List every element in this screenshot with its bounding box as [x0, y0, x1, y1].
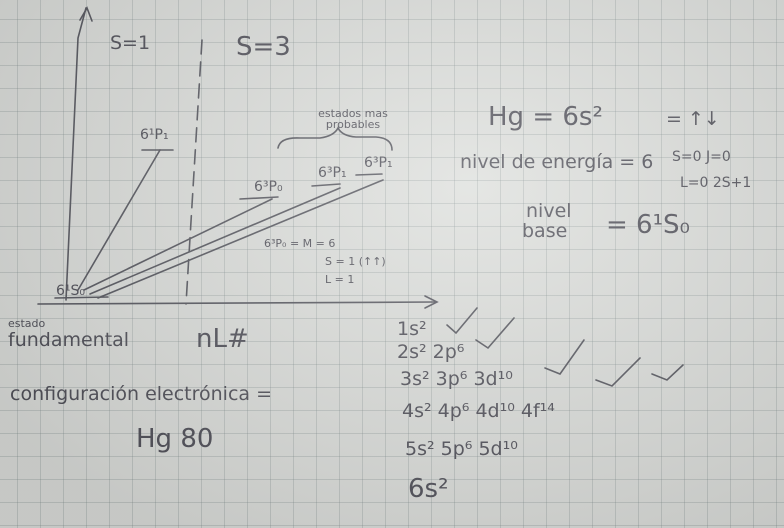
- spin-triplet-label: S=3: [236, 32, 291, 62]
- check-mark-5: [651, 364, 684, 381]
- nivel-base-value: = 6¹S₀: [606, 210, 690, 240]
- config-row-6: 6s²: [408, 474, 449, 504]
- x-axis-line: [37, 301, 436, 305]
- level-3p1: [311, 183, 341, 187]
- p0-note-line2: S = 1 (↑↑): [325, 255, 386, 268]
- axis-label-line1: estado: [8, 317, 46, 330]
- state-6-1p1: 6¹P₁: [140, 127, 169, 143]
- ground-state-label: 6¹S₀: [56, 283, 86, 299]
- state-6-3p0: 6³P₀: [254, 179, 283, 195]
- level-ground: [54, 296, 109, 299]
- x-axis-arrow: [424, 295, 439, 309]
- y-axis-line: [65, 7, 87, 301]
- state-6-3p1: 6³P₁: [318, 165, 347, 181]
- probable-brace: [277, 126, 393, 151]
- most-probable-label: estados mas probables: [318, 107, 388, 131]
- p0-note-line1: 6³P₀ = M = 6: [264, 237, 336, 250]
- x-axis-label: nL#: [196, 324, 249, 354]
- s-j-values: S=0 J=0: [672, 149, 731, 165]
- config-row-1: 1s²: [397, 318, 427, 340]
- nivel-base-line1: nivel: [526, 200, 572, 222]
- check-mark-3: [544, 339, 585, 375]
- l-2s1-values: L=0 2S+1: [680, 175, 752, 191]
- energy-level-note: nivel de energía = 6: [460, 151, 654, 173]
- config-row-3: 3s² 3p⁶ 3d¹⁰: [400, 368, 513, 390]
- spin-single-label: S=1: [110, 32, 151, 54]
- check-mark-4: [595, 357, 641, 387]
- transition-3p1: [89, 187, 341, 295]
- level-3p0: [239, 196, 279, 200]
- transition-3p1-b: [97, 179, 384, 299]
- nivel-base-line2: base: [522, 220, 568, 242]
- hg-spin-arrows: = ↑↓: [666, 108, 720, 130]
- p0-note-line3: L = 1: [325, 273, 355, 286]
- check-mark-2: [475, 317, 515, 350]
- config-label: configuración electrónica =: [10, 383, 273, 405]
- y-axis-arrow: [79, 6, 93, 22]
- config-row-2: 2s² 2p⁶: [397, 341, 465, 363]
- config-row-4: 4s² 4p⁶ 4d¹⁰ 4f¹⁴: [402, 400, 555, 422]
- level-3p1-b: [355, 173, 383, 176]
- config-row-5: 5s² 5p⁶ 5d¹⁰: [405, 438, 518, 460]
- check-mark-1: [446, 307, 478, 335]
- spin-divider-line: [185, 39, 203, 305]
- transition-3p0: [83, 198, 273, 291]
- state-6-3p1-b: 6³P₁: [364, 155, 393, 171]
- transition-1p1: [77, 149, 161, 291]
- hg-configuration-line: Hg = 6s²: [488, 102, 603, 132]
- element-label: Hg 80: [136, 424, 214, 454]
- axis-label-line2: fundamental: [8, 329, 130, 351]
